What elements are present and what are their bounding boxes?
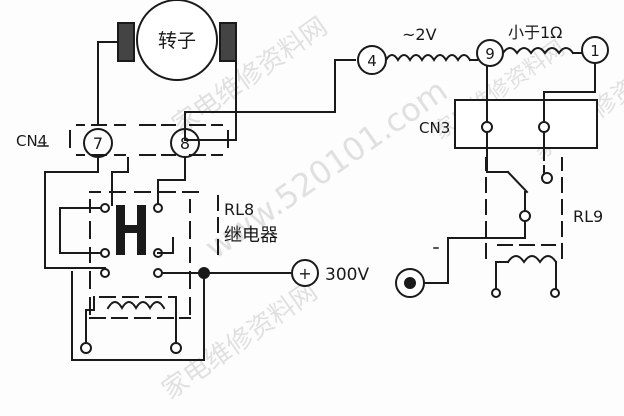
rl8-coil-terminal-left <box>80 342 92 354</box>
motor-label: 转子 <box>158 30 196 52</box>
terminal-output-dot <box>404 277 416 289</box>
rl8-label: RL8 <box>224 200 254 219</box>
rl9-relay <box>485 131 563 298</box>
wire-8-down <box>157 157 186 209</box>
cn3-label: CN3 <box>419 119 450 137</box>
cn4-terminal-7 <box>83 128 113 158</box>
motor-circle <box>136 0 218 81</box>
wire-7-down <box>44 157 106 269</box>
resistor-coil-1ohm <box>501 47 575 55</box>
junction-300v <box>198 267 210 279</box>
terminal-4-label: 4 <box>367 52 377 70</box>
terminal-plus-label: + <box>298 264 311 283</box>
rl9-label: RL9 <box>573 207 603 226</box>
rl9-dashed-outline <box>485 157 563 259</box>
rl8-contact-top-left <box>100 203 110 213</box>
rl8-contact-top-right <box>153 203 163 213</box>
motor-brush-left <box>117 22 135 62</box>
terminal-1-label: 1 <box>590 42 600 60</box>
rl8-dashed-outline <box>89 191 219 319</box>
rl9-coil <box>491 255 560 298</box>
wire-rl9-output <box>424 220 526 284</box>
watermark-3: 家电维修资料网 <box>157 277 323 406</box>
rl8-relay <box>59 191 219 354</box>
motor-leads <box>97 41 237 141</box>
terminal-8-label: 8 <box>180 134 190 153</box>
voltage-2v-label: ~2V <box>402 25 437 44</box>
rl8-coil <box>80 296 182 354</box>
coil-2v <box>384 54 472 62</box>
rl8-contact-low-right <box>153 268 163 278</box>
motor-brush-right <box>219 22 237 62</box>
rl9-coil-terminal-left <box>491 288 501 298</box>
wire-300v-down <box>71 271 205 361</box>
relay-label: 继电器 <box>224 225 278 246</box>
terminal-7-label: 7 <box>93 134 103 153</box>
voltage-300v-label: 300V <box>325 265 369 285</box>
resistance-label: 小于1Ω <box>508 23 562 42</box>
motor <box>117 0 237 81</box>
cn3-box <box>454 99 598 149</box>
rl9-coil-terminal-right <box>550 288 560 298</box>
cn4-connector <box>69 124 229 156</box>
cn3-terminal-left <box>481 121 493 133</box>
cn3-terminal-right <box>538 121 550 133</box>
rl8-contact-mid-left <box>100 248 110 258</box>
terminal-300v-plus <box>291 259 319 287</box>
wire-8-to-4 <box>184 59 356 141</box>
cn4-label: CN4 <box>16 132 47 150</box>
rl8-contact-low-left <box>100 268 110 278</box>
cn4-terminal-8 <box>170 128 200 158</box>
rl9-switch <box>486 131 553 222</box>
wire-top-left-contact <box>111 157 129 206</box>
rl8-h-contact <box>116 205 146 255</box>
rl8-coil-terminal-right <box>170 342 182 354</box>
terminal-9-label: 9 <box>485 45 495 63</box>
cn3-connector <box>454 62 598 149</box>
